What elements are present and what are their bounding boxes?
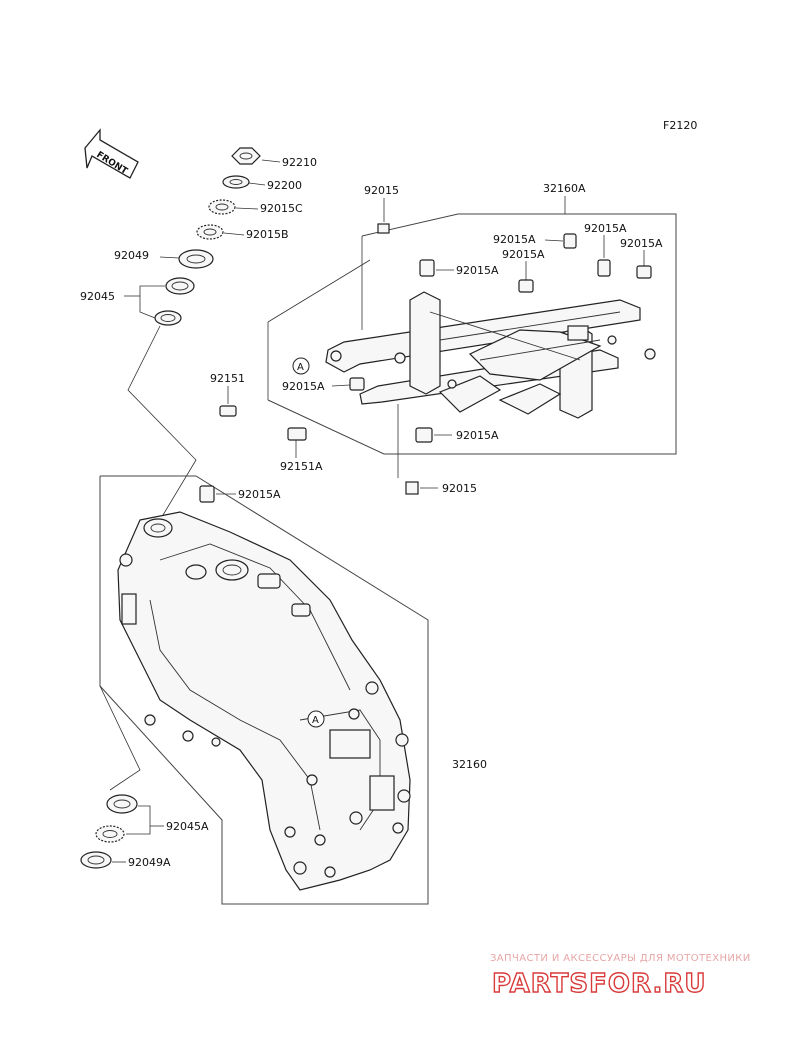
screw-icon (219, 405, 237, 417)
rear-subframe (325, 291, 656, 419)
bolt-icon (199, 485, 215, 503)
label-92200: 92200 (267, 179, 302, 192)
label-92015-bottom: 92015 (442, 482, 477, 495)
label-92015B: 92015B (246, 228, 289, 241)
grease-seal-lower-icon (80, 851, 112, 869)
bolt-icon (597, 259, 611, 277)
washer-icon (222, 175, 250, 189)
bolt-icon (636, 265, 652, 279)
label-92151A: 92151A (280, 460, 323, 473)
bolt-icon (518, 279, 534, 293)
bearing-upper-icon (154, 277, 195, 326)
label-92045: 92045 (80, 290, 115, 303)
bolt-icon (419, 259, 435, 277)
frame-callout-box (99, 475, 429, 905)
label-92210: 92210 (282, 156, 317, 169)
bolt-icon (349, 377, 365, 391)
label-92015A-3: 92015A (620, 237, 663, 250)
label-92151: 92151 (210, 372, 245, 385)
label-92049: 92049 (114, 249, 149, 262)
label-92015A-5: 92015A (456, 264, 499, 277)
label-92015A-4: 92015A (502, 248, 545, 261)
subframe-callout-box (267, 213, 677, 455)
label-92049A: 92049A (128, 856, 171, 869)
svg-text:A: A (312, 715, 319, 726)
label-92015A-7: 92015A (456, 429, 499, 442)
diagram-code: F2120 (663, 119, 697, 132)
grommet-icon (377, 223, 390, 234)
svg-text:A: A (297, 362, 304, 373)
label-92015A-6: 92015A (282, 380, 325, 393)
bolt-icon (415, 427, 433, 443)
ref-marker-frame: A (307, 710, 325, 728)
label-92045A: 92045A (166, 820, 209, 833)
label-92015C: 92015C (260, 202, 303, 215)
main-frame (117, 511, 411, 891)
front-arrow-icon: FRONT (84, 128, 139, 179)
grease-seal-icon (178, 249, 214, 269)
steering-nut-icon (231, 147, 261, 165)
label-32160: 32160 (452, 758, 487, 771)
grommet-icon (405, 481, 419, 495)
label-92015A-2: 92015A (584, 222, 627, 235)
label-92015A-8: 92015A (238, 488, 281, 501)
stem-nut-icon (196, 224, 224, 240)
lock-nut-icon (208, 199, 236, 215)
label-92015A-1: 92015A (493, 233, 536, 246)
watermark-caption: ЗАПЧАСТИ И АКСЕССУАРЫ ДЛЯ МОТОТЕХНИКИ (490, 953, 751, 964)
bolt-icon (563, 233, 577, 249)
label-32160A: 32160A (543, 182, 586, 195)
screw-icon (287, 427, 307, 441)
label-92015-top: 92015 (364, 184, 399, 197)
bearing-lower-icon (95, 794, 138, 843)
watermark-brand: PARTSFOR.RU (492, 969, 706, 999)
ref-marker-top: A (292, 357, 310, 375)
